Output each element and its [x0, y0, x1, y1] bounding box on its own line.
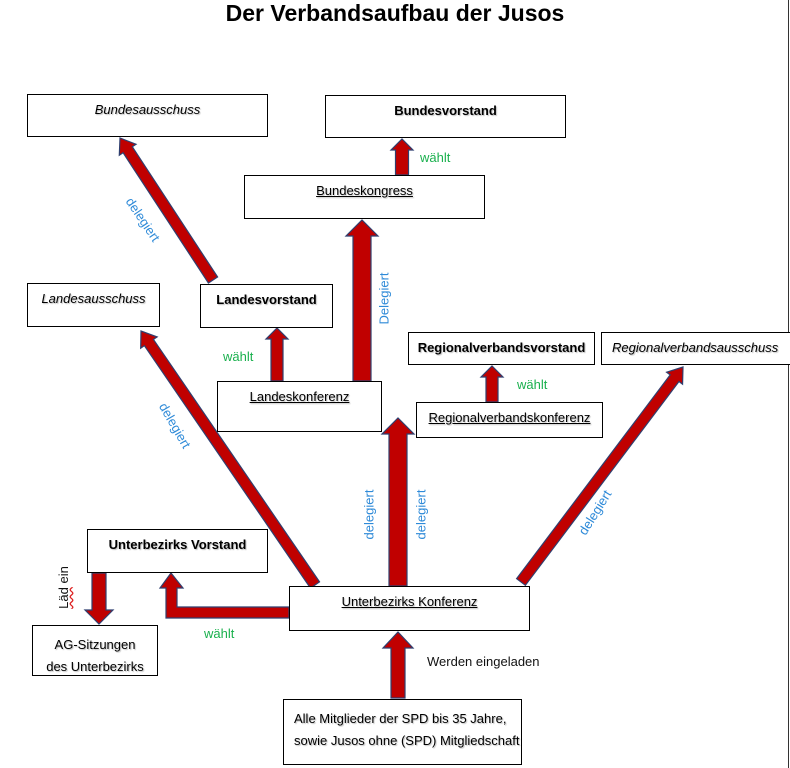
- label-waehlt-bundesvorstand: wählt: [420, 150, 451, 165]
- box-unterbezirks-konferenz: Unterbezirks Konferenz: [289, 586, 530, 631]
- box-label-line1: AG-Sitzungen: [54, 637, 136, 652]
- arrow-rvkonferenz-to-rvvorstand: [479, 365, 505, 403]
- page-edge: [788, 0, 789, 768]
- box-label: Regionalverbandsvorstand: [417, 340, 586, 355]
- box-unterbezirks-vorstand: Unterbezirks Vorstand: [87, 529, 268, 573]
- box-regionalverbandsvorstand: Regionalverbandsvorstand: [408, 332, 595, 365]
- page-title: Der Verbandsaufbau der Jusos: [225, 0, 565, 26]
- arrow-landesvorstand-to-bundesausschuss: [118, 137, 219, 284]
- arrow-ubkonferenz-to-rvausschuss: [515, 366, 684, 587]
- label-werden-eingeladen: Werden eingeladen: [427, 654, 540, 669]
- label-delegiert-left: delegiert: [361, 489, 377, 540]
- box-label: Bundeskongress: [316, 183, 413, 198]
- box-label-line2: sowie Jusos ohne (SPD) Mitgliedschaft: [294, 733, 520, 748]
- label-waehlt-landesvorstand: wählt: [223, 349, 254, 364]
- box-label: Unterbezirks Konferenz: [341, 594, 478, 609]
- box-landesausschuss: Landesausschuss: [27, 283, 160, 327]
- box-label: Bundesvorstand: [394, 103, 497, 118]
- box-bundesausschuss: Bundesausschuss: [27, 94, 268, 137]
- arrow-ubkonferenz-to-landesausschuss: [140, 330, 321, 589]
- box-label: Bundesausschuss: [94, 102, 201, 117]
- box-regionalverbandskonferenz: Regionalverbandskonferenz: [416, 402, 603, 438]
- arrow-ubvorstand-to-ag: [83, 572, 115, 625]
- label-waehlt-regionalverbandsvorstand: wählt: [517, 377, 548, 392]
- label-laed-ein: Läd ein: [56, 566, 71, 609]
- box-bundeskongress: Bundeskongress: [244, 175, 485, 219]
- label-laed: Läd: [55, 587, 71, 609]
- box-label: Landesvorstand: [216, 292, 317, 307]
- label-delegiert-bundeskongress: Delegiert: [376, 272, 392, 325]
- box-ag-sitzungen: AG-Sitzungen des Unterbezirks: [32, 625, 158, 676]
- box-label: Regionalverbandsausschuss: [612, 340, 779, 355]
- arrow-landeskonferenz-to-bundeskongress: [344, 219, 380, 382]
- box-landeskonferenz: Landeskonferenz: [217, 381, 382, 432]
- box-label: Landeskonferenz: [249, 389, 350, 404]
- arrow-landeskonferenz-to-landesvorstand: [264, 327, 290, 382]
- arrow-ubkonferenz-to-rvkonferenz: [380, 417, 416, 587]
- box-regionalverbandsausschuss: Regionalverbandsausschuss: [601, 332, 790, 365]
- label-ein: ein: [55, 566, 71, 588]
- box-bundesvorstand: Bundesvorstand: [325, 95, 566, 138]
- box-alle-mitglieder: Alle Mitglieder der SPD bis 35 Jahre, so…: [283, 699, 522, 765]
- box-label: Landesausschuss: [41, 291, 146, 306]
- box-label: Unterbezirks Vorstand: [108, 537, 247, 552]
- label-waehlt-unterbezirks-vorstand: wählt: [204, 626, 235, 641]
- arrow-mitglieder-to-ubkonferenz: [381, 631, 415, 699]
- box-label-line1: Alle Mitglieder der SPD bis 35 Jahre,: [294, 711, 507, 726]
- arrow-ubkonferenz-to-ubvorstand: [158, 572, 290, 619]
- box-label: Regionalverbandskonferenz: [428, 410, 591, 425]
- box-label-line2: des Unterbezirks: [46, 659, 144, 674]
- arrow-bundeskongress-to-bundesvorstand: [389, 138, 415, 176]
- box-landesvorstand: Landesvorstand: [200, 284, 333, 328]
- label-delegiert-right: delegiert: [413, 489, 429, 540]
